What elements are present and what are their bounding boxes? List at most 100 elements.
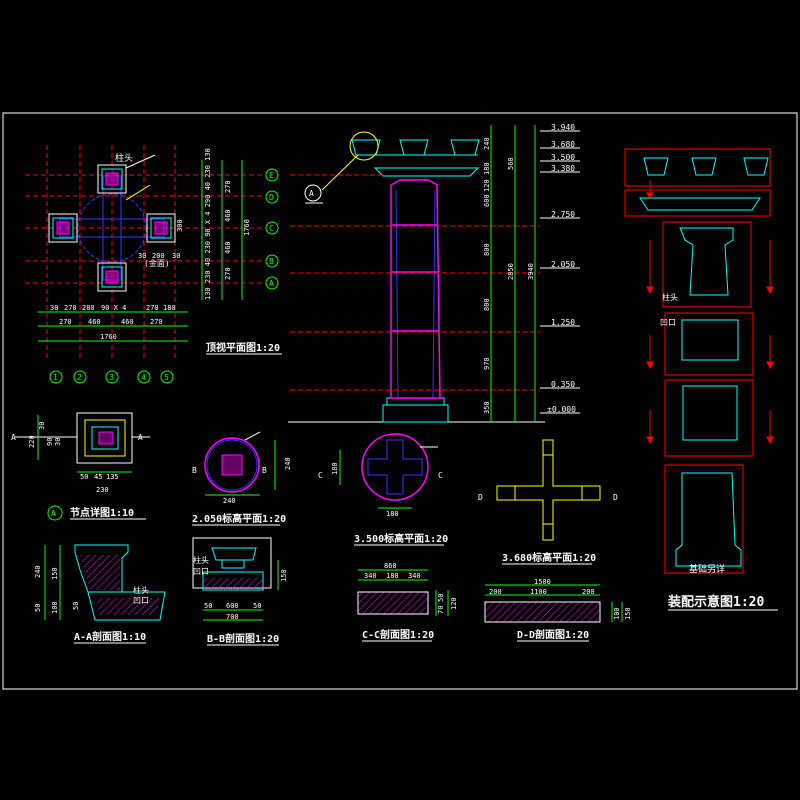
aa-dim-1: 240 — [34, 565, 42, 578]
svg-text:C: C — [269, 224, 274, 233]
level-marks — [540, 130, 580, 414]
node-dim-left-1: 220 — [28, 435, 36, 448]
level-8: 0.350 — [551, 380, 575, 389]
svg-text:A: A — [269, 279, 274, 288]
column-shaft — [390, 179, 441, 399]
axis-bubble-5: 5 — [160, 370, 174, 384]
assembly-label-head: 柱头 — [662, 292, 678, 302]
elev-dim-left-1: 240 — [483, 137, 491, 150]
section-dd: 1500 200 1100 200 100 150 D-D剖面图1:20 — [484, 578, 632, 642]
plan-dim-total: 1760 — [100, 333, 117, 341]
node-dim-bottom-2: 45 — [94, 473, 102, 481]
bb-dim-1: 50 — [204, 602, 212, 610]
node-mark-right: A — [138, 433, 143, 442]
section-bb: 柱头 凹口 50 600 50 700 150 B-B剖面图1:20 — [192, 537, 288, 646]
level-7: 1.250 — [551, 318, 575, 327]
axis-bubble-1: 1 — [49, 370, 63, 384]
plan2050-mark-left: B — [192, 466, 197, 475]
svg-text:4: 4 — [141, 373, 146, 382]
level-1: 3.940 — [551, 123, 575, 132]
level-5: 2.750 — [551, 210, 575, 219]
dd-dim-2: 1100 — [530, 588, 547, 596]
plan-3680: D D 3.680标高平面1:20 — [478, 439, 618, 565]
column-head-left — [48, 213, 78, 243]
column-plinth — [382, 404, 449, 423]
node-dim-bottom-3: 135 — [106, 473, 119, 481]
cc-dim-1: 340 — [364, 572, 377, 580]
dd-dim-total: 1500 — [534, 578, 551, 586]
plan-dim-right-b1: 270 — [224, 180, 232, 193]
plan-label-note: (金面) — [144, 258, 170, 268]
plan2050-dim-right: 240 — [284, 457, 292, 470]
svg-text:B: B — [269, 257, 274, 266]
plan-dim-mid-3: 460 — [121, 318, 134, 326]
plan-3500: C C 180 180 3.500标高平面1:20 — [318, 433, 448, 546]
cc-dim-total: 860 — [384, 562, 397, 570]
level-6: 2.050 — [551, 260, 575, 269]
axis-bubble-a: A — [265, 276, 279, 290]
section-aa: 240 150 100 50 50 柱头 凹口 A-A剖面图1:10 — [34, 544, 166, 644]
elevation-callout-a: A — [304, 184, 323, 204]
svg-text:2: 2 — [77, 373, 82, 382]
plan-dim-top-3: 280 — [82, 304, 95, 312]
plan3680-mark-left: D — [478, 493, 483, 502]
bb-dim-2: 600 — [226, 602, 239, 610]
aa-label-head: 柱头 — [133, 585, 149, 595]
plan3500-dim-left: 180 — [331, 462, 339, 475]
node-title: 节点详图1:10 — [70, 506, 134, 519]
node-callout-text: A — [51, 509, 56, 518]
aa-dim-inner: 50 — [72, 602, 80, 610]
svg-text:3: 3 — [109, 373, 114, 382]
plan-dim-top-2: 270 — [64, 304, 77, 312]
aa-dim-2: 150 — [51, 567, 59, 580]
svg-text:A: A — [309, 189, 314, 198]
elev-dim-mid-1: 560 — [507, 157, 515, 170]
plan-dim-right-b3: 460 — [224, 241, 232, 254]
assembly-label-base: 基础另详 — [689, 563, 725, 575]
assembly-title: 装配示意图1:20 — [667, 594, 764, 610]
axis-bubble-b: B — [265, 254, 279, 268]
plan-dim-mid-1: 270 — [59, 318, 72, 326]
elev-dim-left-8: 350 — [483, 401, 491, 414]
plan-dim-right-b4: 270 — [224, 267, 232, 280]
dd-dim-1: 200 — [489, 588, 502, 596]
elev-dim-left-4: 600 — [483, 194, 491, 207]
bb-dim-3: 50 — [253, 602, 261, 610]
aa-dim-4: 50 — [34, 604, 42, 612]
plan3680-title: 3.680标高平面1:20 — [502, 551, 596, 564]
dd-dim-right-2: 150 — [624, 607, 632, 620]
aa-dim-3: 100 — [51, 601, 59, 614]
dd-title: D-D剖面图1:20 — [517, 628, 589, 641]
plan3500-dim-bottom: 180 — [386, 510, 399, 518]
axis-bubble-3: 3 — [105, 370, 119, 384]
column-head-right — [146, 213, 176, 243]
sheet-frame — [2, 112, 798, 690]
plan-dim-right-a: 130 230 40 230 90 X 4 290 40 230 130 — [204, 148, 212, 300]
level-9: ±0.000 — [547, 405, 576, 414]
axis-bubble-d: D — [265, 190, 279, 204]
cc-dim-right-2: 70 — [437, 606, 445, 614]
plan-view: 柱头 (金面) 30 200 30 300 30 270 280 90 X 4 … — [25, 145, 282, 384]
cc-title: C-C剖面图1:20 — [362, 628, 434, 641]
plan-dim-right-b2: 460 — [224, 209, 232, 222]
aa-label-recess: 凹口 — [133, 596, 149, 605]
plan-label-head: 柱头 — [115, 152, 133, 164]
assembly-label-recess: 凹口 — [660, 318, 676, 327]
plan-dim-mid-4: 270 — [150, 318, 163, 326]
cc-dim-right-3: 120 — [450, 597, 458, 610]
cc-dim-right-1: 50 — [437, 594, 445, 602]
level-4: 3.380 — [551, 164, 575, 173]
plan3500-title: 3.500标高平面1:20 — [354, 532, 448, 545]
plan-dim-right-total: 1760 — [243, 219, 251, 236]
elev-dim-left-7: 970 — [483, 357, 491, 370]
level-2: 3.680 — [551, 140, 575, 149]
level-3: 3.500 — [551, 153, 575, 162]
capital-cup-right — [450, 139, 480, 156]
bb-label-head: 柱头 — [193, 555, 209, 565]
elev-dim-left-6: 800 — [483, 298, 491, 311]
plan2050-mark-right: B — [262, 466, 267, 475]
elev-dim-left-3: 120 — [483, 179, 491, 192]
node-callout — [47, 505, 63, 521]
assembly-view: 柱头 凹口 基础另详 装配示意图1:20 — [624, 148, 778, 611]
